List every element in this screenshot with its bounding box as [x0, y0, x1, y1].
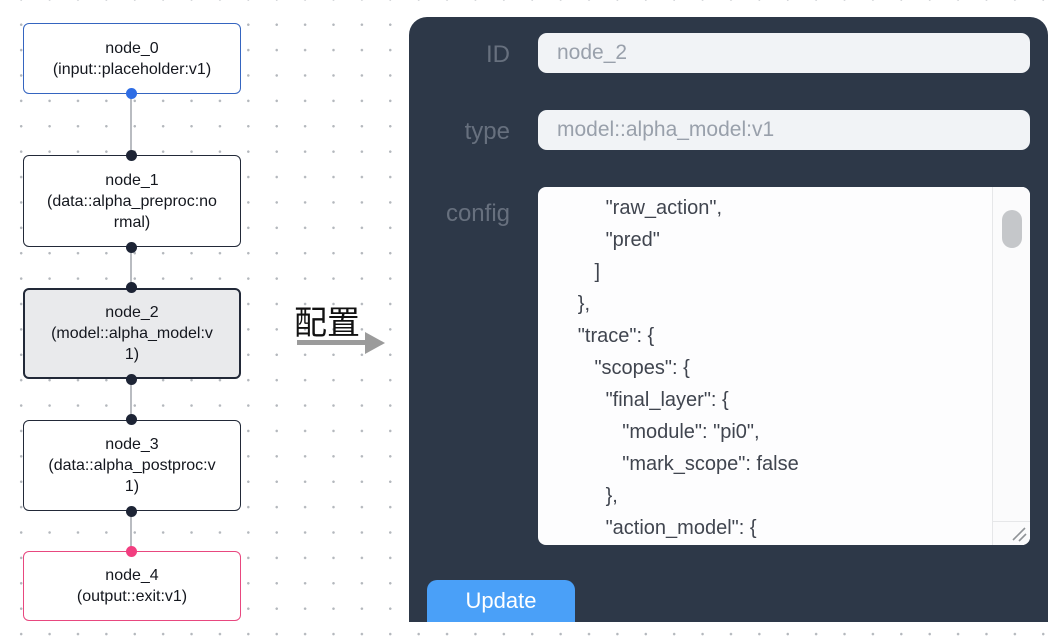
node-type-label: (data::alpha_postproc:v1) [48, 457, 216, 495]
node-id-label: node_1 [105, 171, 159, 189]
node3-source-handle[interactable] [126, 506, 137, 517]
flow-node-node_4[interactable]: node_4 (output::exit:v1) [23, 551, 241, 621]
node-type-label: (model::alpha_model:v1) [51, 325, 213, 363]
right-arrow-icon [297, 332, 385, 354]
flow-node-node_3[interactable]: node_3 (data::alpha_postproc:v1) [23, 420, 241, 511]
type-input[interactable] [538, 110, 1030, 150]
resize-handle-icon[interactable] [1010, 525, 1027, 542]
edge-node0-node1 [130, 94, 132, 155]
config-scrollbar-corner [993, 521, 1030, 545]
edge-node1-node2 [130, 247, 132, 288]
node3-target-handle[interactable] [126, 414, 137, 425]
node-id-label: node_0 [105, 39, 159, 57]
edge-node2-node3 [130, 379, 132, 420]
arrow-shaft [297, 340, 365, 345]
id-field-label: ID [486, 41, 510, 68]
flow-node-node_0[interactable]: node_0 (input::placeholder:v1) [23, 23, 241, 94]
node1-target-handle[interactable] [126, 150, 137, 161]
arrow-head [365, 332, 385, 354]
node-config-panel: ID type config "raw_action", "pred" ] },… [409, 17, 1048, 622]
config-scrollbar-thumb[interactable] [1002, 210, 1022, 248]
type-field-label: type [464, 118, 510, 145]
configure-label: 配置 [294, 304, 360, 341]
node0-source-handle[interactable] [126, 88, 137, 99]
node-type-label: (data::alpha_preproc:normal) [47, 192, 217, 231]
config-field-label: config [445, 200, 510, 227]
node-type-label: (output::exit:v1) [76, 588, 188, 605]
node4-target-handle[interactable] [126, 546, 137, 557]
node2-source-handle[interactable] [126, 374, 137, 385]
node-id-label: node_4 [105, 567, 159, 584]
flow-node-node_1[interactable]: node_1 (data::alpha_preproc:normal) [23, 155, 241, 247]
config-json-text: "raw_action", "pred" ] }, "trace": { "sc… [577, 197, 799, 539]
flow-node-node_2-selected[interactable]: node_2 (model::alpha_model:v1) [23, 288, 241, 379]
id-input[interactable] [538, 33, 1030, 73]
config-textarea[interactable]: "raw_action", "pred" ] }, "trace": { "sc… [538, 187, 1030, 545]
node2-target-handle[interactable] [126, 282, 137, 293]
node-id-label: node_3 [105, 436, 159, 453]
edge-node3-node4 [130, 511, 132, 551]
node1-source-handle[interactable] [126, 242, 137, 253]
node-id-label: node_2 [105, 304, 159, 321]
update-button[interactable]: Update [427, 580, 575, 622]
node-type-label: (input::placeholder:v1) [52, 60, 212, 78]
